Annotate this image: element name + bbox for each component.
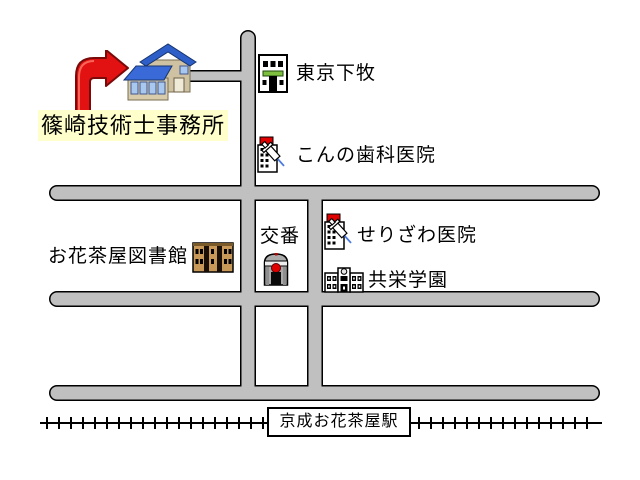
office-building-icon — [258, 54, 288, 93]
school-clock-icon — [340, 268, 348, 275]
library-building-icon — [192, 242, 234, 273]
station-name-label: 京成お花茶屋駅 — [279, 413, 399, 430]
station-box: 京成お花茶屋駅 — [267, 407, 411, 437]
school-window-panes — [328, 277, 361, 290]
library-windows — [195, 249, 232, 264]
landmark-label-koban: 交番 — [260, 226, 301, 247]
office-name-label: 篠崎技術士事務所 — [38, 110, 229, 141]
clinic-syringe-icon — [324, 213, 352, 250]
landmark-label-konno-dental: こんの歯科医院 — [296, 145, 437, 166]
landmark-label-serizawa-clinic: せりざわ医院 — [357, 225, 478, 246]
police-box-icon — [263, 253, 289, 286]
landmark-label-ohanajaya-library: お花茶屋図書館 — [48, 246, 189, 267]
landmark-label-tokyo-shimomaki: 東京下牧 — [296, 63, 377, 84]
koban-red-light — [271, 263, 281, 273]
koban-door — [271, 272, 281, 285]
syringe-icon — [260, 140, 285, 167]
turn-right-arrow-icon — [75, 50, 129, 114]
house-windows — [130, 81, 166, 95]
landmark-label-kyoei-gakuen: 共栄学園 — [368, 270, 449, 291]
school-building-icon — [324, 267, 364, 293]
clinic-syringe-icon — [257, 136, 285, 173]
road-surfaces — [50, 31, 599, 400]
syringe-icon — [327, 217, 352, 244]
house-icon — [122, 43, 197, 101]
